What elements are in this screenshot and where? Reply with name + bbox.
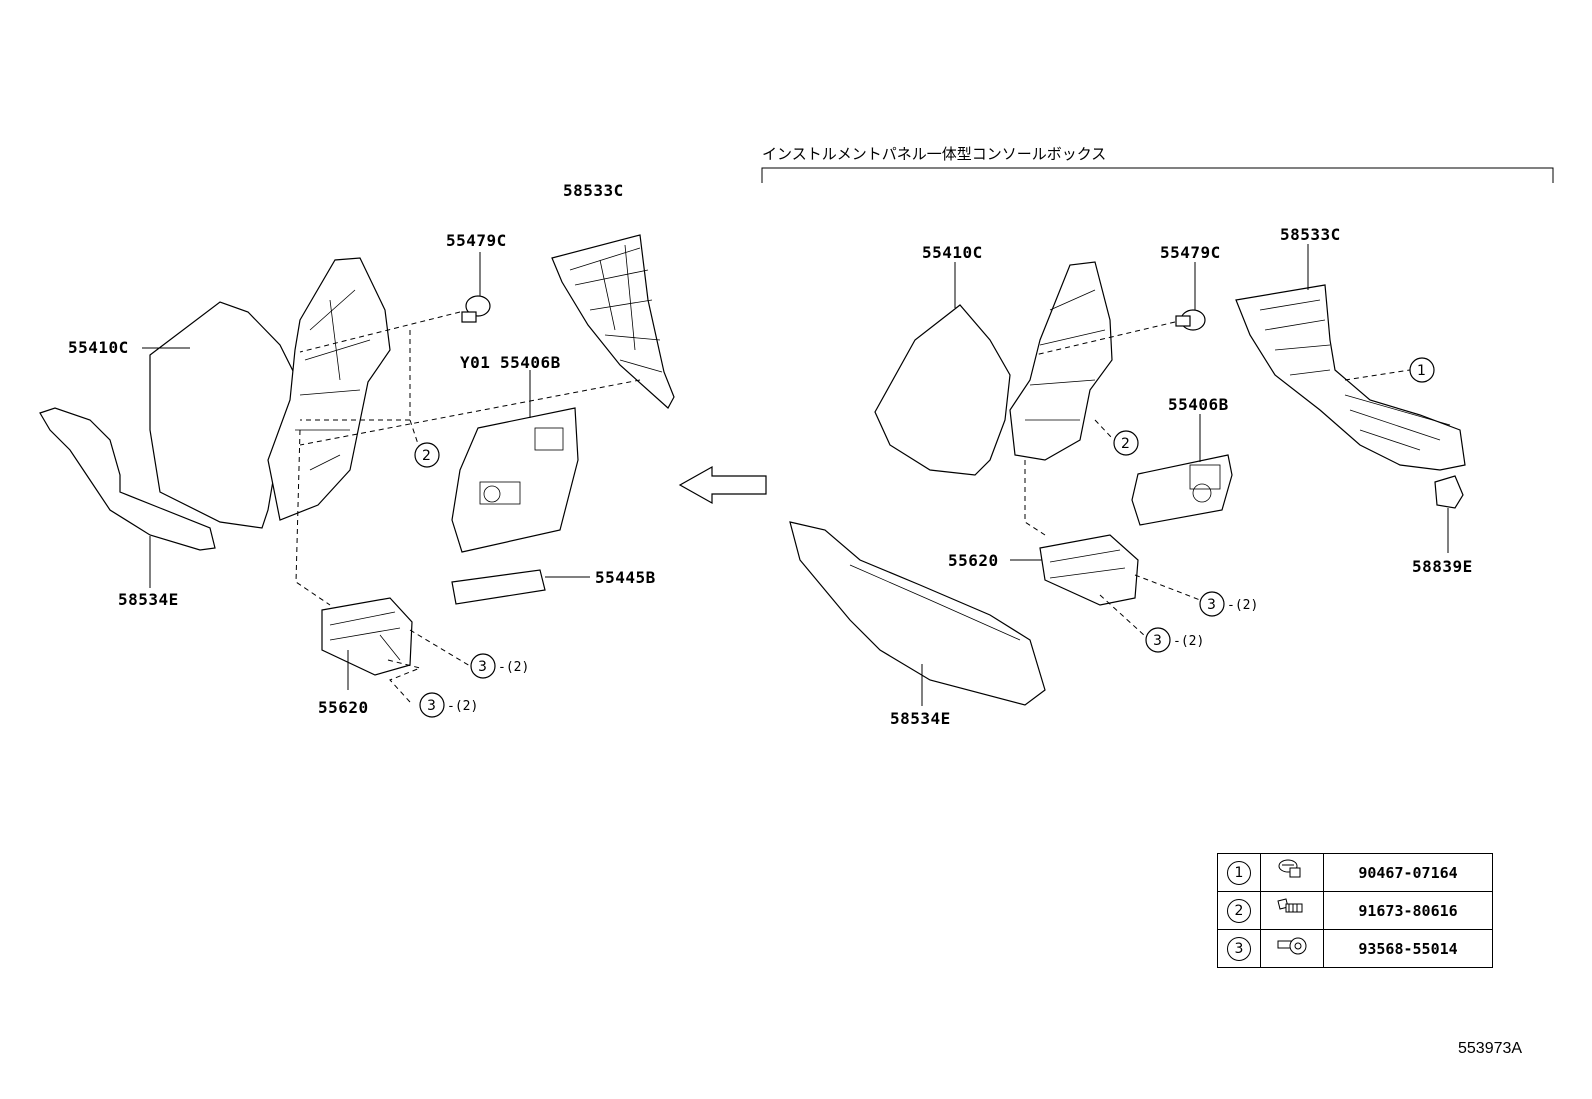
svg-text:-(2): -(2) <box>447 699 478 714</box>
svg-text:-(2): -(2) <box>1227 598 1258 613</box>
right-part-58534E <box>789 521 1046 706</box>
right-label-55410C: 55410C <box>922 243 983 262</box>
legend-row: 1 90467-07164 <box>1217 853 1493 892</box>
left-label-Y01: Y01 <box>460 353 490 372</box>
legend-ref: 3 <box>1227 936 1251 961</box>
left-part-55479C <box>461 252 491 323</box>
screw-icon <box>1260 891 1324 930</box>
diagram-id: 553973A <box>1458 1040 1523 1057</box>
left-part-55445B <box>451 569 590 605</box>
right-callout-3a <box>1199 591 1225 617</box>
left-callout-3a <box>470 653 496 679</box>
right-part-58533C <box>1235 244 1466 471</box>
header-note: インストルメントパネル一体型コンソールボックス <box>762 145 1106 163</box>
legend-part-number: 90467-07164 <box>1323 853 1493 892</box>
left-part-58534E <box>39 407 216 588</box>
svg-text:3: 3 <box>1153 633 1162 649</box>
direction-arrow-icon <box>678 465 767 505</box>
right-label-55620: 55620 <box>948 551 999 570</box>
right-label-55479C: 55479C <box>1160 243 1221 262</box>
right-callout-3b <box>1145 627 1171 653</box>
legend-ref: 1 <box>1227 860 1251 885</box>
svg-text:3: 3 <box>1207 597 1216 613</box>
screw-washer-icon <box>1260 929 1324 968</box>
svg-text:2: 2 <box>422 448 431 464</box>
left-label-58533C: 58533C <box>563 181 624 200</box>
fastener-legend-table: 1 90467-07164 2 91673-80616 3 93568-5501… <box>1217 853 1493 968</box>
legend-row: 3 93568-55014 <box>1217 929 1493 968</box>
left-label-55406B: 55406B <box>500 353 561 372</box>
svg-text:3: 3 <box>478 659 487 675</box>
header-bracket: インストルメントパネル一体型コンソールボックス <box>761 145 1554 183</box>
right-part-58839E <box>1434 475 1464 553</box>
right-label-58534E: 58534E <box>890 709 951 728</box>
left-label-55479C: 55479C <box>446 231 507 250</box>
right-part-55410C <box>874 261 1113 476</box>
legend-ref: 2 <box>1227 898 1251 923</box>
left-label-55445B: 55445B <box>595 568 656 587</box>
left-callout-2 <box>414 442 440 468</box>
right-part-55406B <box>1131 414 1233 526</box>
right-label-58533C: 58533C <box>1280 225 1341 244</box>
svg-text:1: 1 <box>1417 363 1426 379</box>
right-label-55406B: 55406B <box>1168 395 1229 414</box>
right-part-55620 <box>1010 534 1139 606</box>
svg-text:-(2): -(2) <box>1173 634 1204 649</box>
left-part-55406B <box>451 370 579 553</box>
right-callout-1 <box>1409 357 1435 383</box>
left-label-58534E: 58534E <box>118 590 179 609</box>
left-label-55410C: 55410C <box>68 338 129 357</box>
svg-text:2: 2 <box>1121 436 1130 452</box>
legend-part-number: 91673-80616 <box>1323 891 1493 930</box>
left-assembly: 2 3 -(2) 3 -(2) 58533C 55479C 55410C Y01… <box>39 181 675 718</box>
right-part-55479C <box>1175 262 1206 331</box>
left-part-55410C <box>142 257 391 529</box>
left-callout-3b <box>419 692 445 718</box>
svg-text:3: 3 <box>427 698 436 714</box>
left-label-55620: 55620 <box>318 698 369 717</box>
right-label-58839E: 58839E <box>1412 557 1473 576</box>
clip-icon <box>1260 853 1324 892</box>
legend-part-number: 93568-55014 <box>1323 929 1493 968</box>
right-assembly: 1 2 3 -(2) 3 -(2) 55410C 55479C 58533C 5… <box>789 225 1473 728</box>
right-callout-2 <box>1113 430 1139 456</box>
left-part-58533C <box>551 234 675 409</box>
svg-text:-(2): -(2) <box>498 660 529 675</box>
legend-row: 2 91673-80616 <box>1217 891 1493 930</box>
